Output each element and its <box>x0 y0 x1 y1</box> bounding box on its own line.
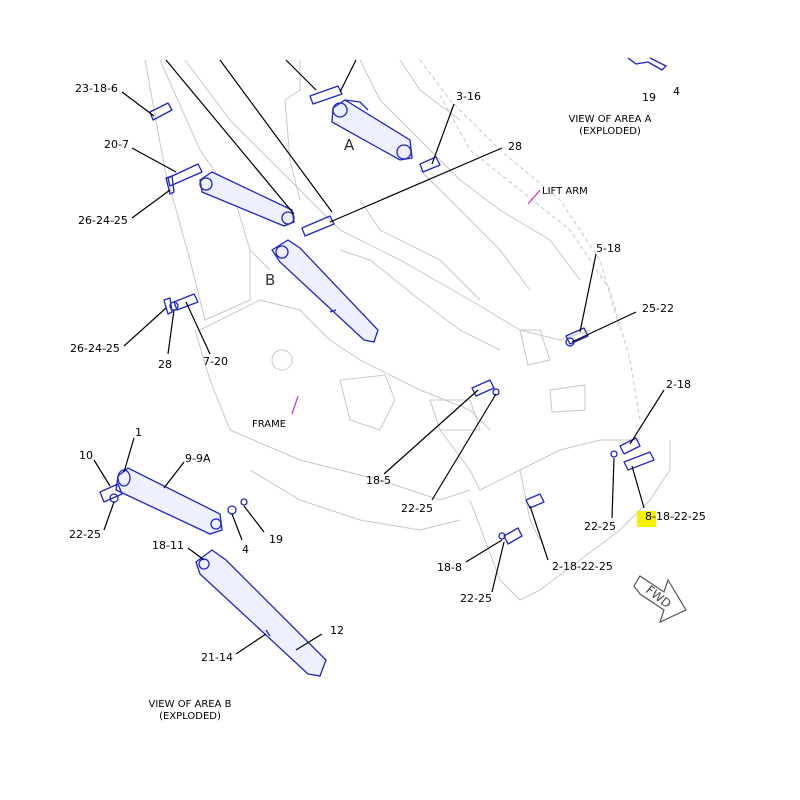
washer-4[interactable] <box>227 505 237 515</box>
pin-20-7[interactable] <box>167 163 203 187</box>
pin-28-top[interactable] <box>301 215 335 237</box>
label-22-25-low: 22-25 <box>460 592 492 605</box>
pin-10[interactable] <box>99 483 123 503</box>
link-area-a[interactable] <box>331 99 413 161</box>
label-25-22: 25-22 <box>642 302 674 315</box>
cylinder-link-upper[interactable] <box>199 171 295 227</box>
label-9-9a: 9-9A <box>185 452 211 465</box>
label-18-5: 18-5 <box>366 474 391 487</box>
label-2-18-22-25: 2-18-22-25 <box>552 560 613 573</box>
label-5-18: 5-18 <box>596 242 621 255</box>
caption-frame: FRAME <box>252 419 286 430</box>
area-b-marker: B <box>265 271 275 289</box>
area-a-exploded-parts[interactable] <box>627 57 667 71</box>
callout-labels: 23-18-6 3-16 28 20-7 26-24-25 5-18 25-22… <box>69 82 706 664</box>
leader-lines <box>93 59 665 655</box>
cylinder-area-b[interactable] <box>271 239 379 343</box>
label-10: 10 <box>79 449 93 462</box>
pin-18-8[interactable] <box>503 527 523 545</box>
label-18-11: 18-11 <box>152 539 184 552</box>
ring-19[interactable] <box>240 498 248 506</box>
pin-3-16[interactable] <box>419 156 441 173</box>
parts <box>99 57 667 677</box>
washer-26-24-25-a[interactable] <box>165 175 175 195</box>
label-19-a: 19 <box>642 91 656 104</box>
washer-22-25-low[interactable] <box>498 532 506 540</box>
machine-frame-outline <box>144 59 671 601</box>
label-4-a: 4 <box>673 85 680 98</box>
highlight-8 <box>637 511 656 527</box>
area-a-marker: A <box>344 136 355 154</box>
label-26-24-25-b: 26-24-25 <box>70 342 120 355</box>
label-28-top: 28 <box>508 140 522 153</box>
pin-2-18[interactable] <box>619 437 641 455</box>
label-20-7: 20-7 <box>104 138 129 151</box>
caption-view-b-line1: VIEW OF AREA B <box>149 699 232 710</box>
label-22-25-right: 22-25 <box>584 520 616 533</box>
caption-lift-arm: LIFT ARM <box>542 186 588 197</box>
label-18-8: 18-8 <box>437 561 462 574</box>
pin-7-20[interactable] <box>173 293 199 311</box>
washer-22-25-right[interactable] <box>610 450 618 458</box>
label-3-16: 3-16 <box>456 90 481 103</box>
label-28-mid: 28 <box>158 358 172 371</box>
pin-2-18-22-25[interactable] <box>525 493 545 509</box>
label-21-14: 21-14 <box>201 651 233 664</box>
label-22-25-left: 22-25 <box>69 528 101 541</box>
caption-view-a-line2: (EXPLODED) <box>579 126 641 137</box>
label-4-b: 4 <box>242 543 249 556</box>
pin-18-5[interactable] <box>471 379 495 397</box>
grease-fitting-b <box>329 309 337 313</box>
forward-arrow: FWD <box>633 575 687 624</box>
pin-8-18-22-25[interactable] <box>623 451 655 471</box>
pin-5-18[interactable] <box>565 327 589 345</box>
washer-26-24-25-b[interactable] <box>163 297 173 315</box>
pin-23-18-6[interactable] <box>149 102 173 121</box>
label-22-25-mid: 22-25 <box>401 502 433 515</box>
caption-view-a-line1: VIEW OF AREA A <box>569 114 652 125</box>
label-2-18: 2-18 <box>666 378 691 391</box>
arm-12[interactable] <box>195 549 327 677</box>
label-26-24-25-a: 26-24-25 <box>78 214 128 227</box>
washer-25-22[interactable] <box>565 337 575 347</box>
label-12: 12 <box>330 624 344 637</box>
label-7-20: 7-20 <box>203 355 228 368</box>
label-8-suffix: -18-22-25 <box>652 510 706 523</box>
label-23-18-6: 23-18-6 <box>75 82 118 95</box>
caption-view-b-line2: (EXPLODED) <box>159 711 221 722</box>
cylinder-9-9a[interactable] <box>115 467 223 535</box>
label-8-prefix: 8 <box>645 510 652 523</box>
label-19-b: 19 <box>269 533 283 546</box>
pin-top[interactable] <box>309 85 343 105</box>
label-1: 1 <box>135 426 142 439</box>
